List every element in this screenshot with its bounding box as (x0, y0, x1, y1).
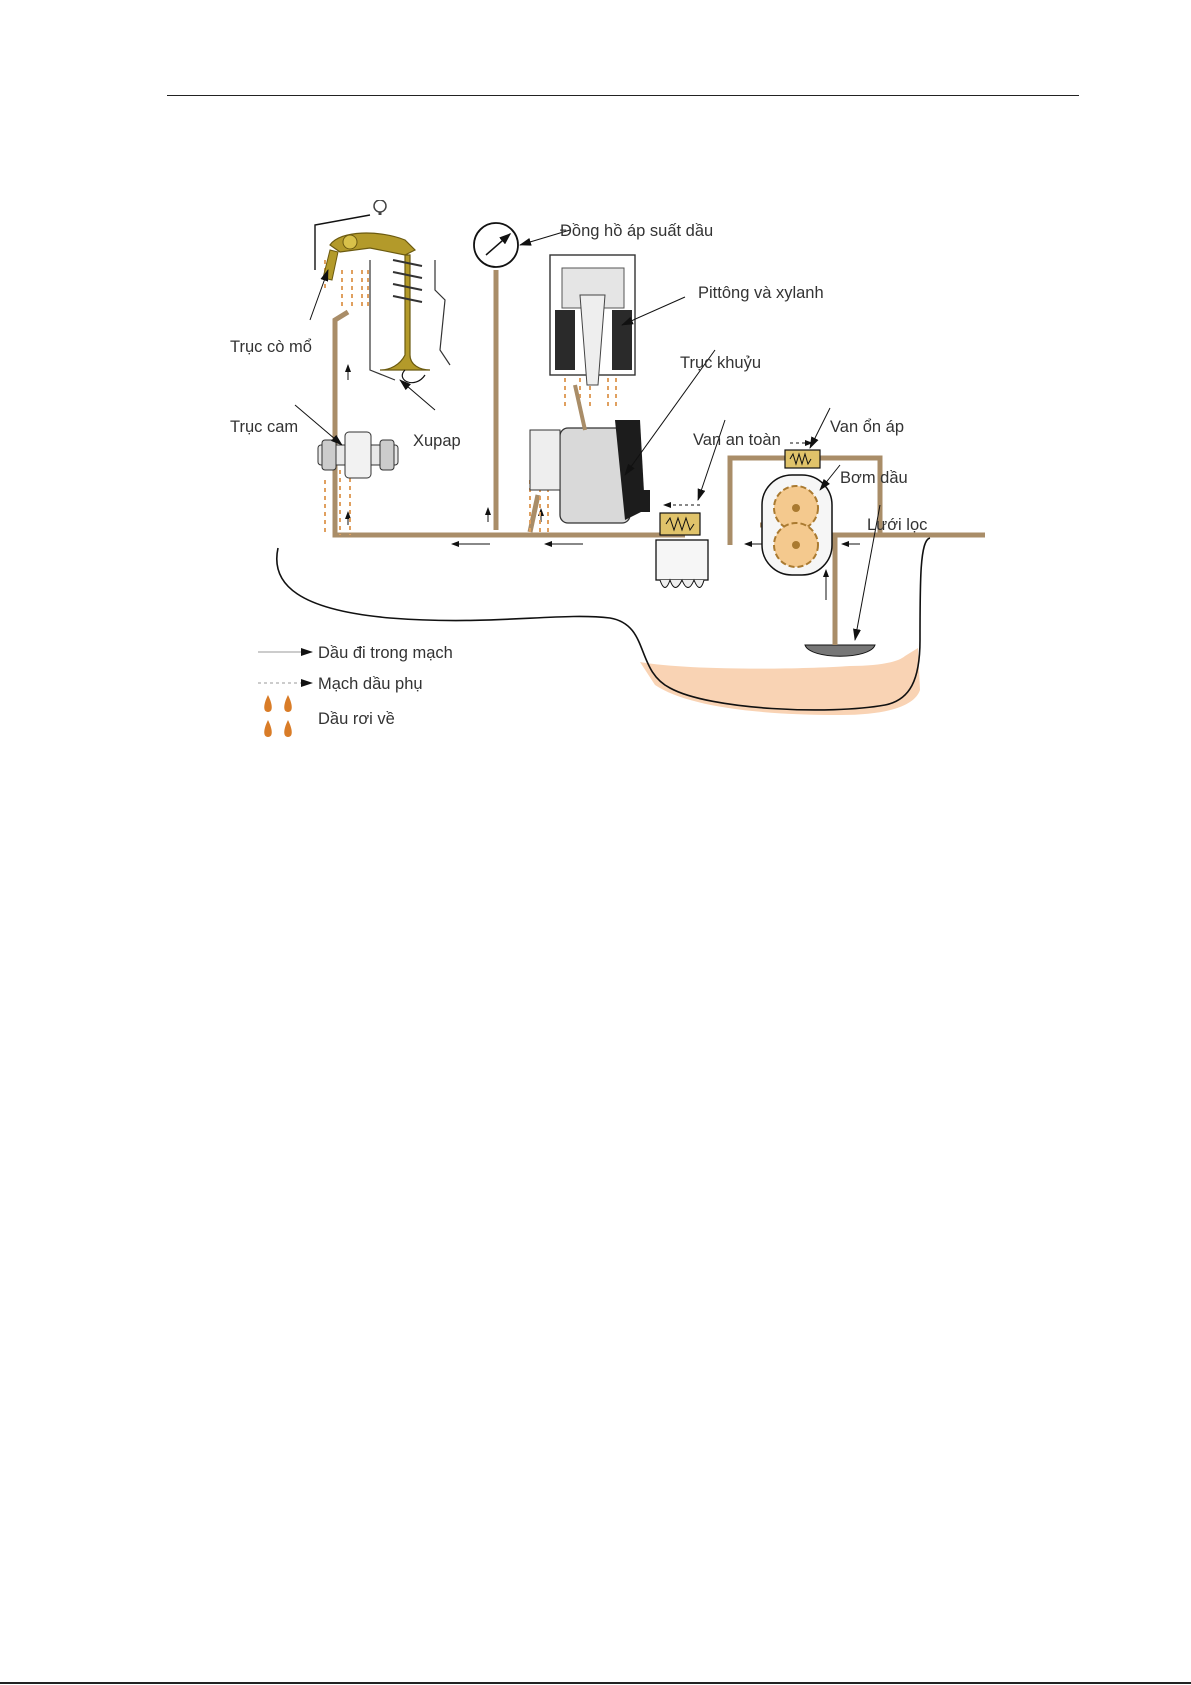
pressure-regulator (785, 443, 820, 468)
label-safety-valve: Van an toàn (693, 431, 781, 449)
label-pressure-regulator: Van ổn áp (830, 418, 904, 436)
oil-filter (656, 540, 708, 588)
legend-aux-circuit: Mạch dầu phụ (258, 675, 423, 693)
lubrication-system-diagram: Đồng hồ áp suất dầu Pittông và xylanh Tr… (230, 200, 1000, 760)
legend-drip-back: Dầu rơi về (264, 695, 395, 737)
label-strainer: Lưới lọc (867, 516, 927, 534)
label-oil-pressure-gauge: Đồng hồ áp suất dầu (560, 222, 713, 240)
label-rocker-shaft: Trục cò mổ (230, 338, 312, 356)
legend-drip-back-label: Dầu rơi về (318, 710, 395, 728)
rocker-arm-assembly (315, 200, 415, 280)
drip-icon (264, 695, 292, 737)
oil-pump (762, 475, 832, 575)
strainer (805, 625, 875, 656)
piston-cylinder (550, 255, 635, 385)
label-crankshaft: Trục khuỷu (680, 354, 761, 372)
footer-rule (0, 1682, 1191, 1684)
oil-pressure-gauge (474, 223, 518, 267)
legend-main-flow: Dầu đi trong mạch (258, 644, 453, 662)
header-rule (167, 95, 1079, 96)
label-piston-cylinder: Pittông và xylanh (698, 284, 824, 302)
legend-aux-circuit-label: Mạch dầu phụ (318, 675, 423, 693)
safety-valve (660, 505, 700, 535)
legend-main-flow-label: Dầu đi trong mạch (318, 644, 453, 662)
label-camshaft: Trục cam (230, 418, 298, 436)
label-oil-pump: Bơm dầu (840, 469, 908, 487)
label-valve: Xupap (413, 432, 461, 450)
valve (370, 255, 450, 383)
camshaft (318, 432, 398, 478)
